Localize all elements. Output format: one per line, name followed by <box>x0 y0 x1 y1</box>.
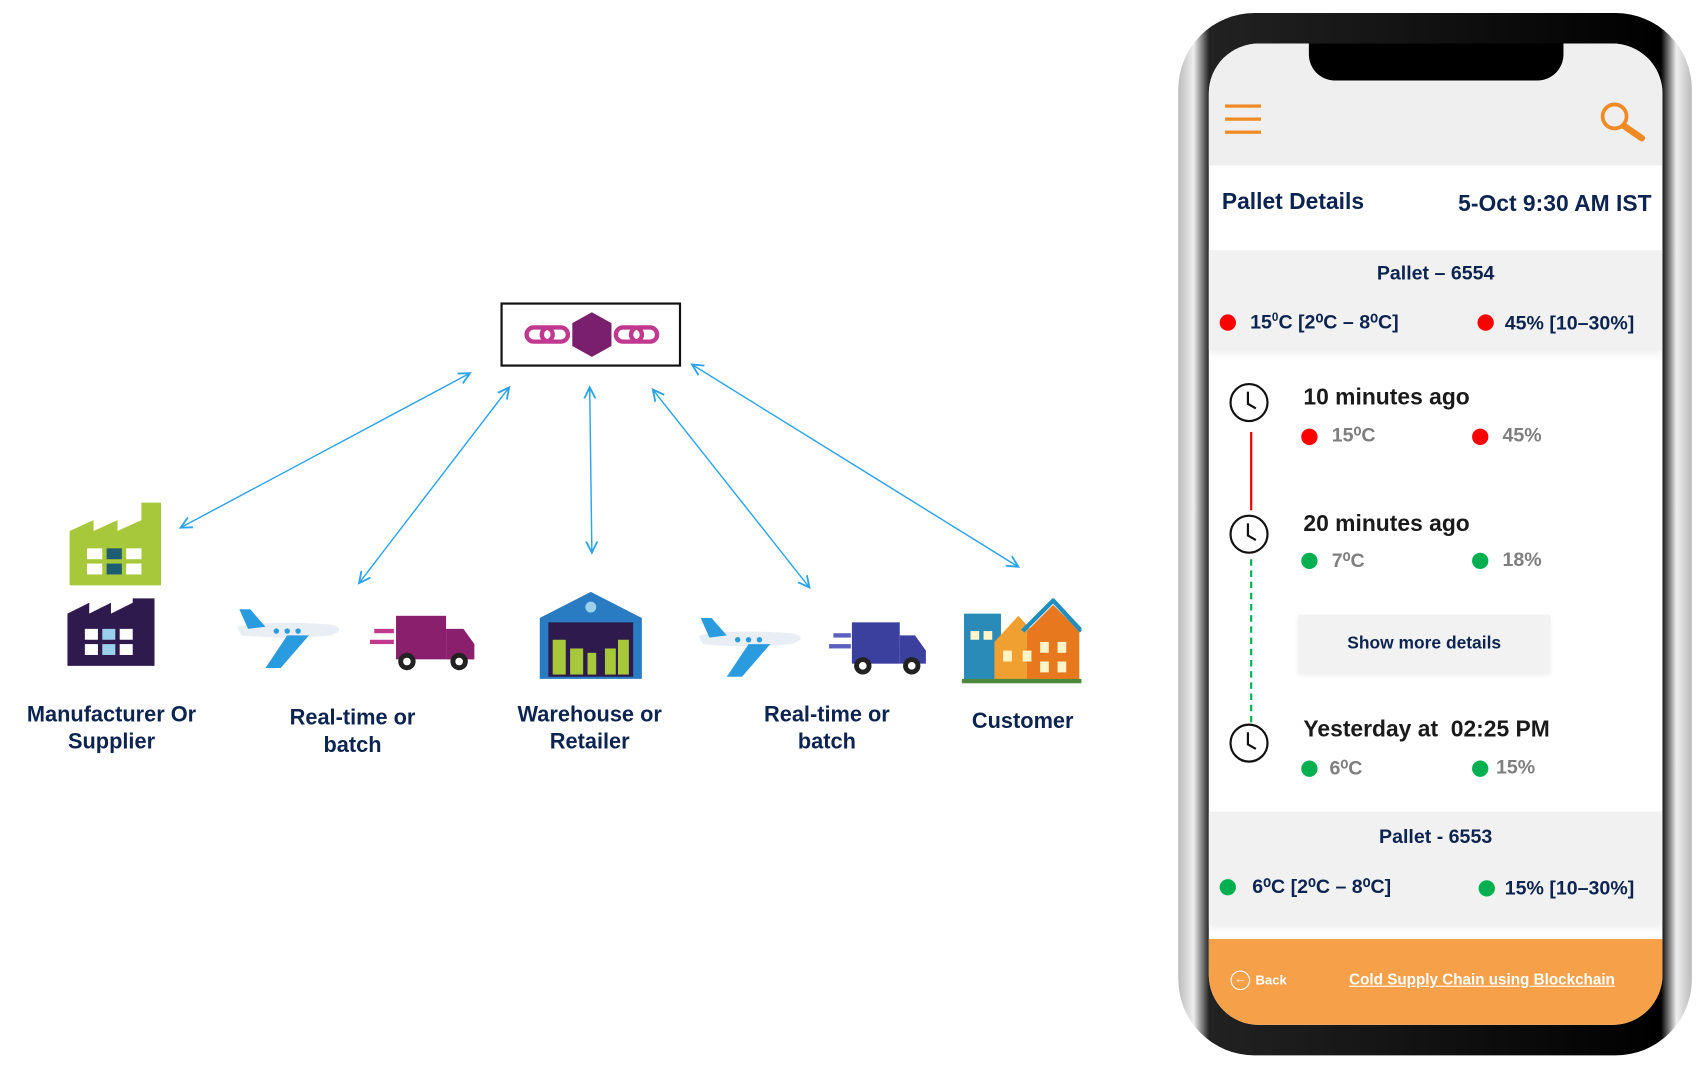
history-time: 10 minutes ago <box>1303 385 1470 411</box>
footer-bar: ← Back Cold Supply Chain using Blockchai… <box>1208 938 1663 1025</box>
history-humidity: 15% <box>1496 756 1536 778</box>
back-arrow-icon: ← <box>1230 970 1251 991</box>
humidity-reading: 15% [10–30%] <box>1504 876 1635 899</box>
node-label-transport-2: Real-time or batch <box>763 702 890 754</box>
status-dot <box>1301 552 1318 570</box>
status-dot <box>1472 428 1489 445</box>
history-temp: 7⁰C <box>1331 549 1365 572</box>
humidity-reading: 45% [10–30%] <box>1504 312 1635 335</box>
footer-link[interactable]: Cold Supply Chain using Blockchain <box>1349 970 1615 988</box>
pallet-name: Pallet - 6553 <box>1379 825 1493 848</box>
blockchain-icon <box>524 312 660 357</box>
clock-icon <box>1229 723 1269 763</box>
status-dot <box>1478 880 1495 897</box>
status-dot <box>1219 314 1236 331</box>
back-button[interactable]: ← Back <box>1230 970 1287 991</box>
temp-value: 15 <box>1250 311 1272 333</box>
factory-icon <box>67 502 162 666</box>
truck-icon <box>829 622 926 675</box>
search-icon[interactable] <box>1598 100 1646 144</box>
show-more-details-button[interactable]: Show more details <box>1297 614 1551 674</box>
history-humidity: 45% <box>1502 424 1542 447</box>
status-dot <box>1219 879 1236 896</box>
status-dot <box>1472 552 1489 570</box>
status-dot <box>1301 760 1318 777</box>
phone-notch <box>1308 43 1564 81</box>
status-dot <box>1301 428 1318 445</box>
phone-screen: Pallet Details 5-Oct 9:30 AM IST Pallet … <box>1208 43 1663 1025</box>
node-label-transport-1: Real-time or batch <box>289 706 416 758</box>
back-label: Back <box>1255 972 1287 988</box>
temp-range: [2⁰C – 8⁰C] <box>1292 311 1399 333</box>
status-dot <box>1472 760 1489 777</box>
pallet-card-6553[interactable]: Pallet - 6553 6⁰C [2⁰C – 8⁰C] 15% [10–30… <box>1208 811 1663 925</box>
plane-truck-icon <box>698 617 926 677</box>
plane-icon <box>698 617 801 677</box>
temperature-reading: 150C [2⁰C – 8⁰C] <box>1250 311 1399 333</box>
menu-icon[interactable] <box>1225 104 1261 134</box>
clock-icon <box>1229 382 1269 423</box>
clock-icon <box>1229 514 1269 554</box>
timeline-line-red <box>1250 431 1253 511</box>
datetime: 5-Oct 9:30 AM IST <box>1458 191 1652 217</box>
history-temp: 6⁰C <box>1329 757 1363 780</box>
node-label-warehouse: Warehouse or Retailer <box>517 702 662 754</box>
connection-arrows <box>0 0 1153 1067</box>
truck-icon <box>369 615 475 671</box>
timeline-line-green <box>1250 559 1253 723</box>
blockchain-hub <box>500 302 682 367</box>
pallet-card-6554[interactable]: Pallet – 6554 150C [2⁰C – 8⁰C] 45% [10–3… <box>1208 250 1663 351</box>
plane-truck-icon <box>237 609 475 671</box>
page-title: Pallet Details <box>1221 189 1365 215</box>
warehouse-icon <box>539 591 642 679</box>
history-time: Yesterday at 02:25 PM <box>1303 716 1550 743</box>
history-temp: 15⁰C <box>1331 424 1376 447</box>
status-dot <box>1477 314 1494 331</box>
history-humidity: 18% <box>1502 548 1542 571</box>
plane-icon <box>237 609 340 669</box>
houses-icon <box>961 598 1082 684</box>
history-time: 20 minutes ago <box>1303 511 1470 537</box>
node-label-manufacturer: Manufacturer Or Supplier <box>26 702 197 754</box>
pallet-name: Pallet – 6554 <box>1376 262 1495 284</box>
temperature-reading: 6⁰C [2⁰C – 8⁰C] <box>1252 875 1392 898</box>
node-label-customer: Customer <box>971 709 1074 734</box>
